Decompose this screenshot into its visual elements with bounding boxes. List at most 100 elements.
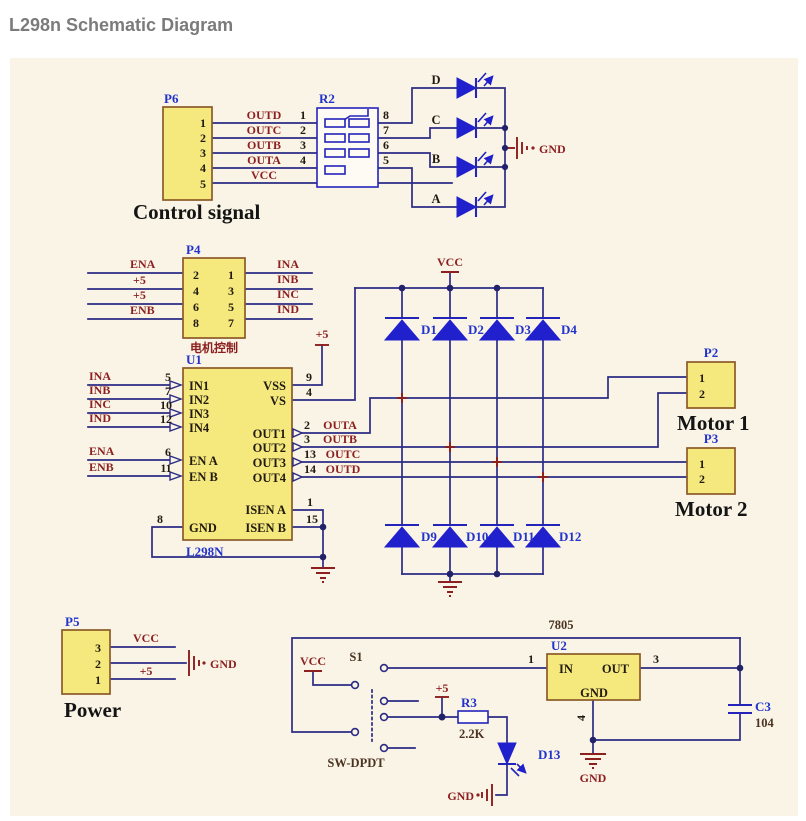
net-label-outb: OUTB	[247, 138, 281, 152]
power-symbols	[188, 137, 606, 806]
u1-pin-9: 9	[306, 370, 312, 384]
p4-net-enb: ENB	[130, 303, 155, 317]
motor2-caption: Motor 2	[675, 497, 748, 521]
u2-pin-4: 4	[574, 715, 588, 721]
power-block-wires	[109, 646, 187, 680]
net-label-outd: OUTD	[247, 108, 282, 122]
u1-pin-7: 7	[165, 384, 171, 398]
page-title: L298n Schematic Diagram	[9, 15, 233, 35]
led-d-icon	[456, 73, 492, 99]
u1-net-enb: ENB	[89, 460, 114, 474]
p3-pin-1: 1	[699, 457, 705, 471]
p4-ref-label: P4	[186, 242, 201, 257]
u1-pin-1: 1	[307, 495, 313, 509]
u1-net-outa: OUTA	[323, 418, 357, 432]
reg-plus5-label: +5	[436, 681, 449, 695]
p5-vcc-label: VCC	[133, 631, 159, 645]
p5-connector-body	[61, 629, 111, 695]
p2-pin-2: 2	[699, 387, 705, 401]
u2-ref-label: U2	[551, 638, 567, 653]
u1-net-inb: INB	[89, 383, 110, 397]
r2-pin-3: 3	[300, 138, 306, 152]
p4-pin-6: 6	[193, 300, 199, 314]
u1-name-enb: EN B	[189, 470, 218, 484]
p4-pin-2: 2	[193, 268, 199, 282]
u2-7805-body	[546, 653, 641, 701]
c3-capacitor-icon	[728, 703, 752, 715]
u1-name-out1: OUT1	[253, 427, 286, 441]
s1-switch-contacts	[350, 663, 389, 753]
d11-diode-icon	[478, 526, 516, 548]
net-label-outa: OUTA	[247, 153, 281, 167]
matrix-vcc-label: VCC	[437, 255, 463, 269]
motor1-caption: Motor 1	[677, 411, 750, 435]
p6-pin-2: 2	[200, 131, 206, 145]
u1-pin-8: 8	[157, 512, 163, 526]
d3-label: D3	[515, 322, 531, 337]
d9-diode-icon	[383, 526, 421, 548]
schematic-background	[10, 58, 798, 816]
p4-caption-cn: 电机控制	[190, 340, 238, 355]
junction-cross-marks	[397, 393, 548, 482]
p4-connector-body	[182, 257, 246, 339]
power-block-labels: P5 3 2 1 VCC GND +5 Power	[64, 614, 237, 722]
u1-name-in3: IN3	[189, 407, 209, 421]
control-block-wires	[211, 87, 506, 208]
u1-part-label: L298N	[186, 544, 224, 559]
r2-ref-label: R2	[319, 91, 335, 106]
diode-matrix-labels: VCC D1 D2 D3 D4 D9 D10 D11 D12	[421, 255, 581, 544]
led-array	[456, 73, 492, 218]
u2-gnd-label: GND	[580, 771, 607, 785]
gnd-battery-symbol-top	[516, 137, 535, 159]
led-label-b: B	[432, 152, 440, 166]
control-block-labels: P6 1 2 3 4 5 OUTD OUTC OUTB OUTA VCC R2 …	[133, 73, 566, 224]
r3-value-label: 2.2K	[459, 727, 485, 741]
p4-wires	[87, 272, 313, 320]
p6-pin-3: 3	[200, 146, 206, 160]
p4-pin-5: 5	[228, 300, 234, 314]
led-b-icon	[456, 152, 492, 178]
r2-pin-7: 7	[383, 123, 389, 137]
u1-pin-2: 2	[304, 418, 310, 432]
p5-gnd-label: GND	[210, 657, 237, 671]
p4-pin-3: 3	[228, 284, 234, 298]
p4-pin-4: 4	[193, 284, 199, 298]
junction-dots	[319, 124, 744, 744]
p2-pin-1: 1	[699, 371, 705, 385]
u1-pin-4: 4	[306, 385, 312, 399]
d10-diode-icon	[431, 526, 469, 548]
u1-pin-11: 11	[160, 461, 171, 475]
d4-label: D4	[561, 322, 577, 337]
s1-ref-label: S1	[349, 650, 362, 664]
p4-net-inc: INC	[277, 287, 299, 301]
c3-ref-label: C3	[755, 699, 771, 714]
d10-label: D10	[466, 529, 488, 544]
u1-name-isenb: ISEN B	[245, 521, 286, 535]
p4-net-inb: INB	[277, 272, 298, 286]
d4-diode-icon	[524, 319, 562, 341]
d1-label: D1	[421, 322, 437, 337]
u1-name-in4: IN4	[189, 421, 210, 435]
power-caption: Power	[64, 698, 121, 722]
u1-name-out4: OUT4	[253, 471, 287, 485]
u1-pin-6: 6	[165, 445, 171, 459]
control-signal-caption: Control signal	[133, 200, 261, 224]
d2-label: D2	[468, 322, 484, 337]
gnd-battery-symbol-p5	[188, 650, 206, 676]
u2-name-out: OUT	[602, 662, 630, 676]
r2-pin-5: 5	[383, 153, 389, 167]
p2-ref-label: P2	[704, 345, 718, 360]
gnd-battery-symbol-d13	[476, 784, 493, 806]
gnd-earth-symbol-u1	[311, 567, 335, 583]
u1-name-ena: EN A	[189, 454, 218, 468]
p2-connector-body	[686, 361, 736, 409]
r2-pin-6: 6	[383, 138, 389, 152]
d12-label: D12	[559, 529, 581, 544]
r3-resistor-body	[457, 710, 489, 724]
led-label-d: D	[431, 73, 440, 87]
u1-name-out3: OUT3	[253, 456, 286, 470]
u1-name-out2: OUT2	[253, 441, 286, 455]
d12-diode-icon	[524, 526, 562, 548]
